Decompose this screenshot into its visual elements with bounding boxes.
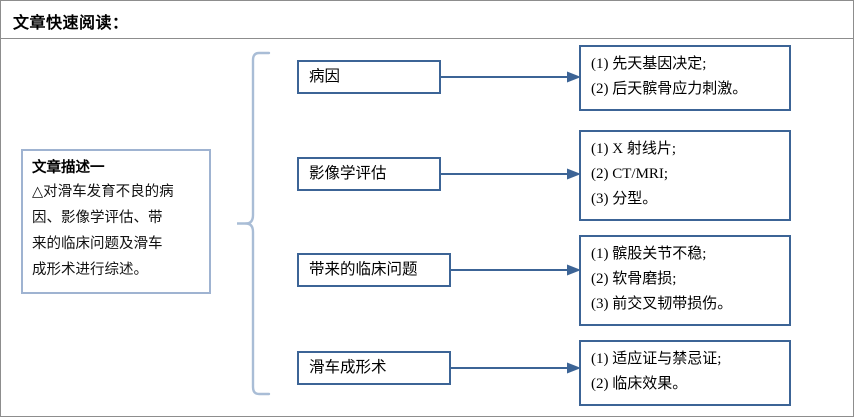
- summary-line: 成形术进行综述。: [32, 262, 148, 278]
- arrow-right-icon: [451, 264, 581, 276]
- summary-body: △对滑车发育不良的病 因、影像学评估、带 来的临床问题及滑车 成形术进行综述。: [32, 179, 201, 283]
- category-label: 影像学评估: [309, 165, 387, 183]
- article-summary-box: 文章描述一 △对滑车发育不良的病 因、影像学评估、带 来的临床问题及滑车 成形术…: [21, 149, 211, 294]
- page-title: 文章快速阅读：: [13, 15, 129, 32]
- arrow-right-icon: [451, 362, 581, 374]
- header-divider: [1, 38, 853, 39]
- detail-box-clinical-problems: (1) 髌股关节不稳; (2) 软骨磨损; (3) 前交叉韧带损伤。: [579, 235, 791, 326]
- detail-line: (3) 分型。: [591, 191, 658, 207]
- arrow-right-icon: [441, 168, 581, 180]
- detail-box-imaging: (1) X 射线片; (2) CT/MRI; (3) 分型。: [579, 130, 791, 221]
- summary-line: △对滑车发育不良的病: [32, 184, 174, 200]
- category-box-trochleoplasty[interactable]: 滑车成形术: [297, 351, 451, 385]
- summary-line: 来的临床问题及滑车: [32, 236, 163, 252]
- detail-line: (1) X 射线片;: [591, 141, 676, 157]
- category-label: 带来的临床问题: [309, 261, 418, 279]
- category-label: 滑车成形术: [309, 359, 387, 377]
- detail-line: (1) 髌股关节不稳;: [591, 246, 707, 262]
- detail-line: (2) 软骨磨损;: [591, 271, 677, 287]
- detail-line: (1) 适应证与禁忌证;: [591, 351, 722, 367]
- brace-connector-icon: [237, 51, 271, 396]
- category-label: 病因: [309, 68, 341, 86]
- summary-line: 因、影像学评估、带: [32, 210, 163, 226]
- detail-box-trochleoplasty: (1) 适应证与禁忌证; (2) 临床效果。: [579, 340, 791, 406]
- detail-line: (2) CT/MRI;: [591, 166, 669, 182]
- summary-heading: 文章描述一: [32, 160, 105, 176]
- detail-line: (3) 前交叉韧带损伤。: [591, 296, 733, 312]
- detail-line: (2) 临床效果。: [591, 376, 688, 392]
- detail-line: (1) 先天基因决定;: [591, 56, 707, 72]
- category-box-clinical-problems[interactable]: 带来的临床问题: [297, 253, 451, 287]
- category-box-imaging[interactable]: 影像学评估: [297, 157, 441, 191]
- arrow-right-icon: [441, 71, 581, 83]
- category-box-cause[interactable]: 病因: [297, 60, 441, 94]
- detail-box-cause: (1) 先天基因决定; (2) 后天髌骨应力刺激。: [579, 45, 791, 111]
- detail-line: (2) 后天髌骨应力刺激。: [591, 81, 748, 97]
